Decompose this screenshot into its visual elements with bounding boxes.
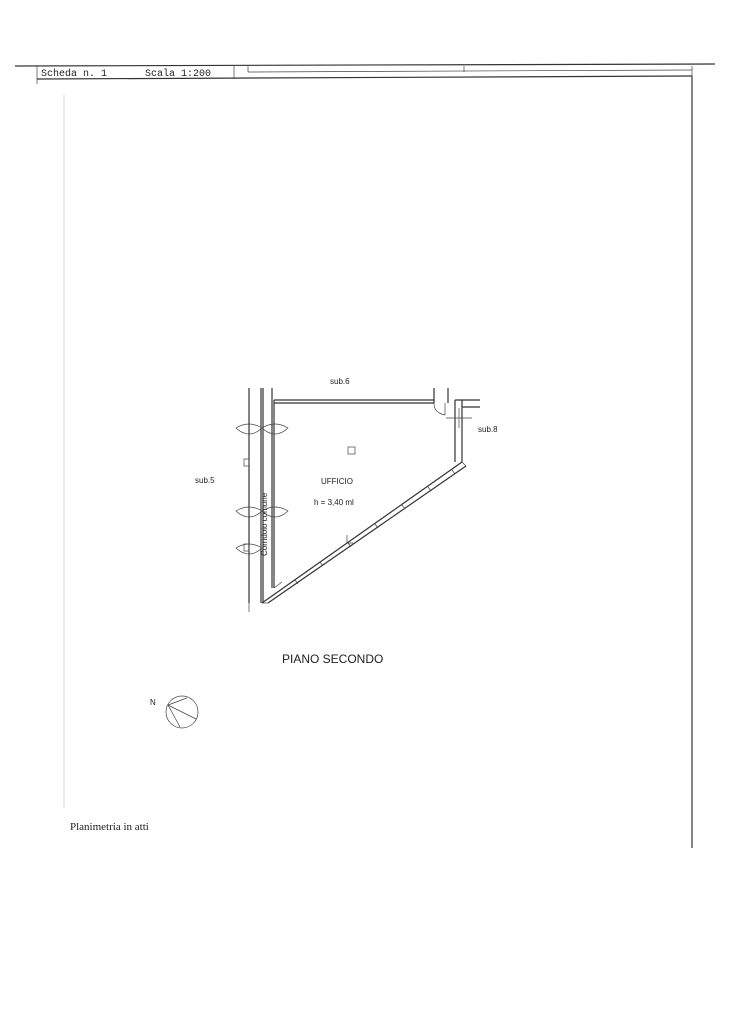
north-label: N — [150, 698, 156, 707]
office-room: UFFICIO h = 3,40 ml — [261, 388, 480, 604]
floor-title: PIANO SECONDO — [282, 652, 383, 666]
sub-label-top: sub.6 — [330, 377, 350, 386]
footer-note: Planimetria in atti — [70, 821, 149, 833]
corridor: Corridoio comune — [235, 388, 289, 612]
sub-label-left: sub.5 — [195, 476, 215, 485]
page-frame — [63, 76, 693, 848]
room-name: UFFICIO — [321, 477, 353, 486]
room-height: h = 3,40 ml — [314, 498, 354, 507]
north-arrow-icon: N — [150, 695, 199, 729]
sub-label-right: sub.8 — [478, 425, 498, 434]
scheda-number: Scheda n. 1 — [41, 68, 107, 80]
scale-label: Scala 1:200 — [145, 68, 211, 80]
title-block: Scheda n. 1 Scala 1:200 — [14, 63, 716, 84]
corridor-label: Corridoio comune — [260, 492, 269, 556]
